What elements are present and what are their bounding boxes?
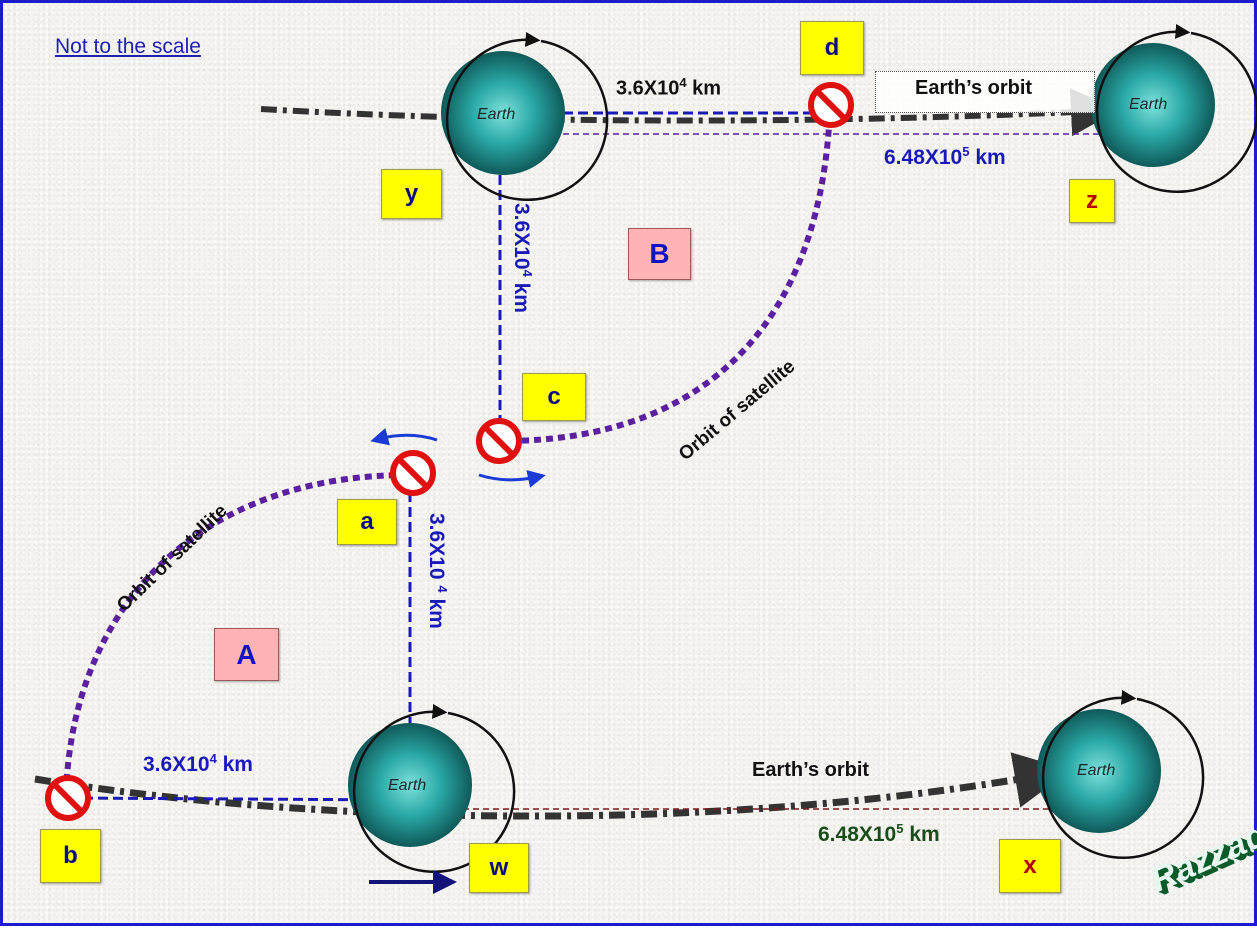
satellite-marker-a (390, 450, 436, 496)
earth-orbit-top-path (260, 88, 1119, 137)
earth-orbit-bottom-label: Earth’s orbit (752, 759, 870, 781)
point-label-c: c (522, 373, 586, 421)
satellite-c-direction-arrow (478, 470, 546, 488)
earth-w-rotation-arrow (352, 703, 516, 874)
orbit-gap-label-top: 6.48X105 km (884, 144, 1006, 169)
region-label-A: A (214, 628, 279, 681)
earth-z-rotation-arrow (1095, 23, 1257, 194)
satellite-marker-b (45, 775, 91, 821)
earth-z-globe (1091, 43, 1215, 167)
distance-label-top-vertical: 3.6X104 km (510, 203, 535, 313)
earth-orbit-bottom-path (34, 752, 1071, 820)
region-label-B: B (628, 228, 691, 280)
point-label-z: z (1069, 179, 1115, 223)
earth-x-globe (1037, 709, 1161, 833)
earth-orbit-top-label: Earth’s orbit (915, 77, 1033, 99)
point-label-w: w (469, 843, 529, 893)
earth-w-globe (348, 723, 472, 847)
distance-label-bottom-horizontal: 3.6X104 km (143, 751, 253, 776)
earth-y-label: Earth (477, 106, 516, 123)
satellite-orbit-left-path (63, 471, 414, 794)
satellite-marker-d (808, 82, 854, 128)
earth-z-label: Earth (1129, 96, 1168, 113)
earth-y-globe (441, 51, 565, 175)
distance-label-mid-vertical: 3.6X10 4 km (425, 513, 450, 629)
point-label-a: a (337, 499, 397, 545)
satellite-a-direction-arrow (370, 428, 438, 446)
orbit-gap-label-bottom: 6.48X105 km (818, 821, 940, 846)
scale-note: Not to the scale (55, 35, 201, 58)
diagram-graphics (34, 23, 1257, 894)
earth-x-rotation-arrow (1041, 689, 1205, 860)
satellite-orbit-right-path (497, 106, 833, 445)
point-label-b: b (40, 829, 101, 883)
point-label-x: x (999, 839, 1061, 893)
earth-y-rotation-arrow (445, 31, 609, 202)
earth-w-label: Earth (388, 777, 427, 794)
earth-x-label: Earth (1077, 762, 1116, 779)
point-label-y: y (381, 169, 442, 219)
distance-label-top-horizontal: 3.6X104 km (616, 75, 722, 100)
point-label-d: d (800, 21, 864, 75)
earth-orbit-top-label-frame (875, 71, 1095, 113)
satellite-marker-c (476, 418, 522, 464)
